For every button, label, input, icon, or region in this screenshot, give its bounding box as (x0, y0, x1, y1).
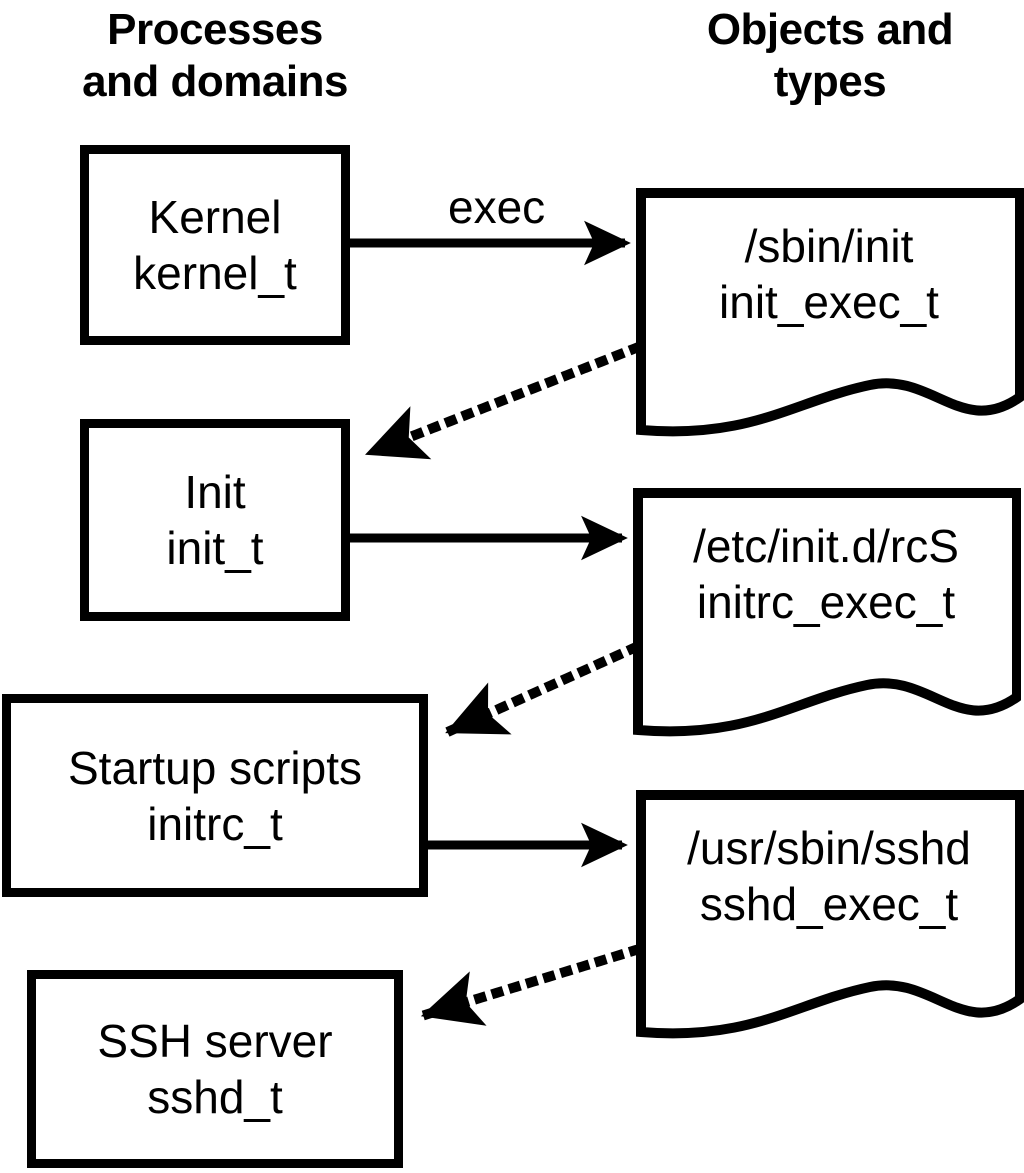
object-doc-sshd-exec[interactable] (632, 786, 1024, 1042)
process-box-ssh-server[interactable]: SSH server sshd_t (27, 970, 403, 1168)
process-box-init[interactable]: Init init_t (80, 419, 350, 621)
object-doc-init-exec[interactable] (632, 184, 1024, 440)
process-box-kernel[interactable]: Kernel kernel_t (80, 145, 350, 345)
process-box-ssh-server-type: sshd_t (147, 1071, 283, 1123)
process-box-init-name: Init (184, 466, 246, 518)
process-box-kernel-type: kernel_t (133, 247, 297, 299)
process-box-kernel-name: Kernel (148, 191, 282, 243)
process-box-startup-scripts-type: initrc_t (147, 797, 283, 850)
edge-sshd-exec-to-sshd (420, 943, 643, 1026)
edge-init-exec-to-init (365, 341, 643, 460)
edge-initrc-exec-to-initrc (445, 641, 641, 737)
column-header-objects: Objects and types (706, 5, 954, 106)
column-header-processes: Processes and domains (82, 5, 348, 106)
process-box-init-type: init_t (166, 522, 264, 574)
process-box-startup-scripts[interactable]: Startup scripts initrc_t (2, 694, 428, 897)
object-doc-initrc-exec[interactable] (629, 484, 1021, 740)
process-box-ssh-server-name: SSH server (97, 1015, 333, 1067)
process-box-startup-scripts-name: Startup scripts (68, 741, 362, 794)
edge-label-exec: exec (448, 181, 546, 233)
